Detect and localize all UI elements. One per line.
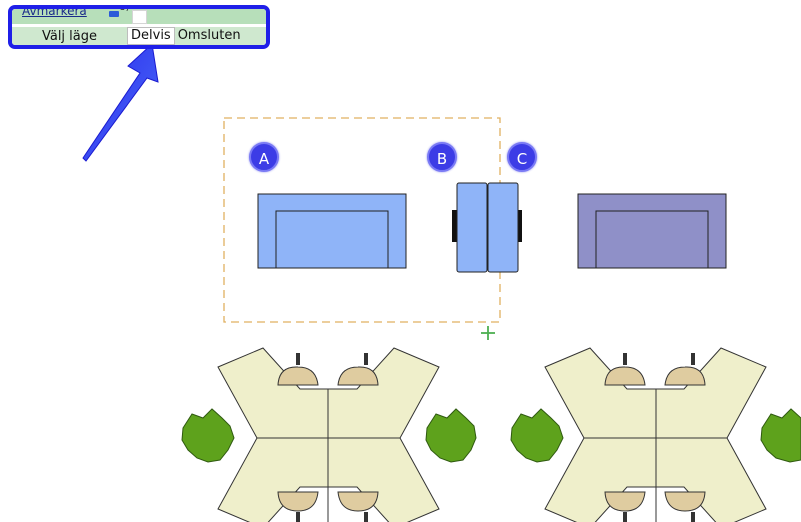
plant-middle-left[interactable] (510, 408, 564, 463)
sofa-b[interactable] (452, 182, 522, 273)
desk-cluster-right[interactable] (544, 347, 767, 522)
deselect-icon[interactable] (109, 11, 119, 17)
mode-enclosed-button[interactable]: Omsluten (177, 28, 241, 43)
mode-partial-button[interactable]: Delvis (127, 27, 175, 45)
pointer-arrow-icon (82, 43, 159, 162)
desk-cluster-left[interactable] (217, 347, 440, 522)
deselect-link[interactable]: Avmarkera (22, 5, 87, 18)
selection-mode-toolbar: Avmarkera 5) Välj läge Delvis Omsluten (8, 5, 270, 49)
plant-right[interactable] (760, 408, 801, 463)
toolbar-top-row: Avmarkera 5) (12, 9, 266, 24)
plus-icon[interactable] (481, 326, 495, 340)
callout-a: A (249, 142, 279, 172)
sofa-c[interactable] (577, 193, 727, 269)
callout-a-label: A (258, 150, 270, 168)
toolbar-checkbox[interactable] (132, 10, 147, 24)
deselect-shortcut-badge: 5) (120, 5, 130, 13)
callout-b: B (427, 142, 457, 172)
mode-label: Välj läge (41, 28, 98, 44)
callout-b-label: B (436, 150, 448, 168)
sofa-a[interactable] (257, 193, 407, 269)
plant-left[interactable] (181, 408, 235, 463)
callout-c-label: C (516, 150, 528, 168)
plant-middle-right[interactable] (425, 408, 477, 463)
callout-c: C (507, 142, 537, 172)
mode-row: Välj läge Delvis Omsluten (12, 27, 266, 45)
